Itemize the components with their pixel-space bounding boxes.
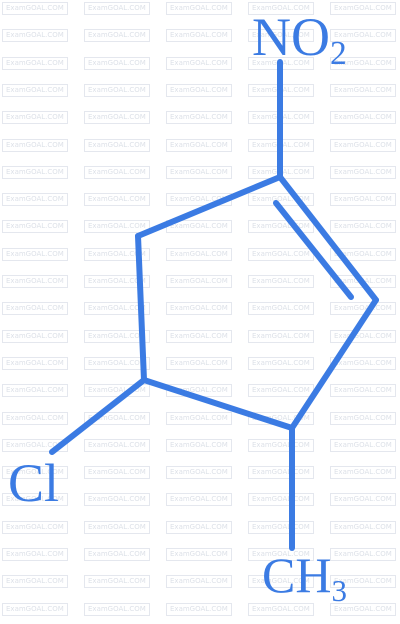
bond-c4-chloro: [49, 377, 147, 455]
methyl-group-label: CH3: [262, 547, 347, 606]
nitro-subscript: 2: [330, 35, 347, 73]
bond-c3-c4: [141, 377, 295, 431]
bond-c1-c2: [277, 174, 379, 303]
bond-c4-c5: [135, 233, 147, 383]
bond-c1-c2-double-inner: [273, 200, 354, 300]
chloro-group-label: Cl: [8, 456, 59, 510]
methyl-main-text: CH: [262, 547, 332, 603]
chloro-text: Cl: [8, 453, 60, 513]
nitro-main-text: NO: [252, 7, 330, 67]
nitro-group-label: NO2: [252, 7, 347, 71]
bond-c5-c1: [135, 174, 283, 239]
methyl-subscript: 3: [331, 572, 347, 608]
bond-c2-c3: [289, 297, 379, 431]
